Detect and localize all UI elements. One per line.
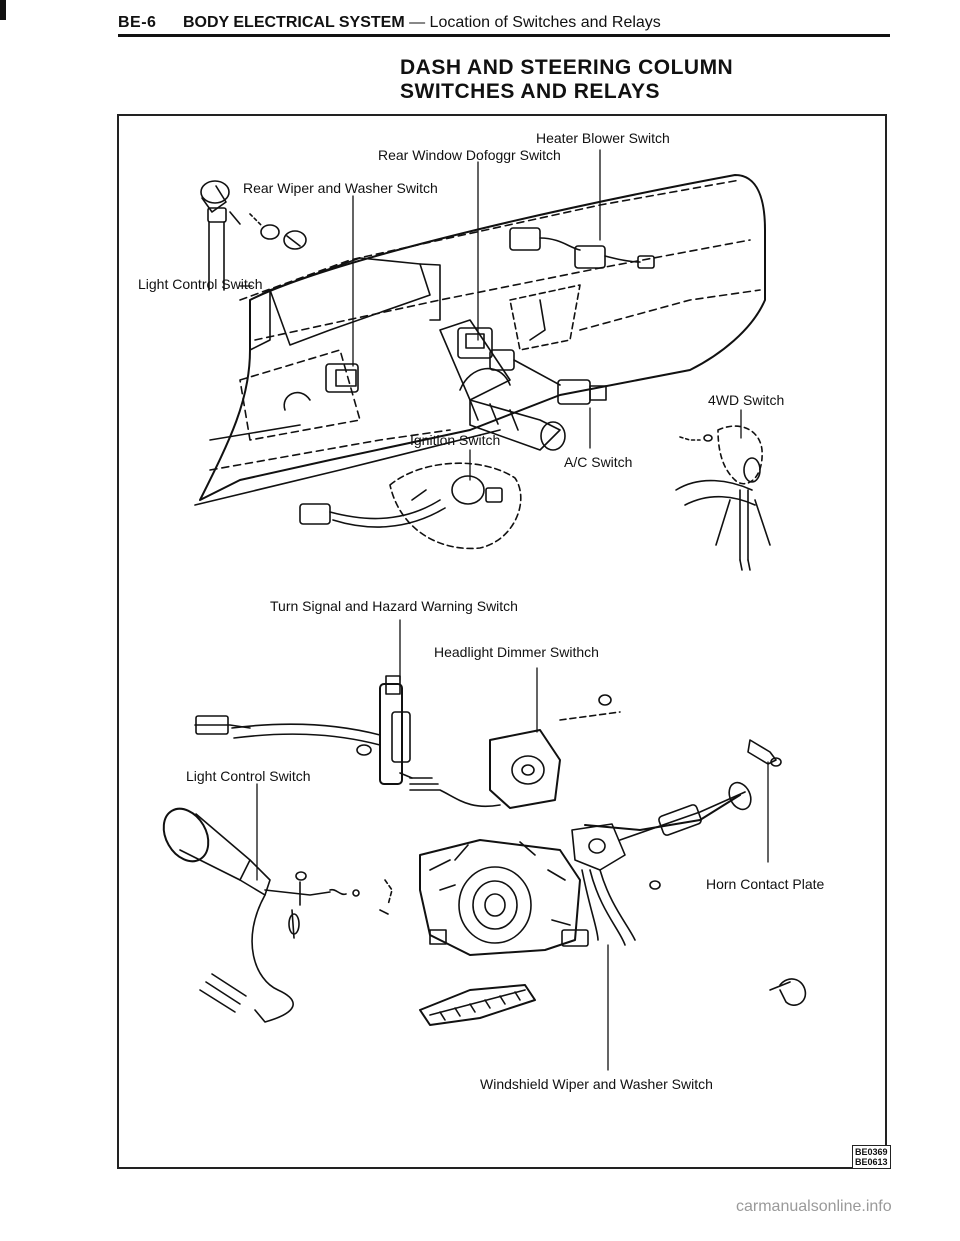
horn-contact-plate-part (747, 739, 782, 767)
label-ignition-switch: Ignition Switch (410, 432, 501, 448)
page-corner-mark (0, 0, 6, 20)
page-header: BE-6 BODY ELECTRICAL SYSTEM — Location o… (0, 0, 960, 40)
label-windshield-wiper-washer-switch: Windshield Wiper and Washer Switch (480, 1076, 713, 1092)
watermark-text: carmanualsonline.info (736, 1198, 892, 1215)
light-control-switch-lever (162, 807, 360, 1023)
label-horn-contact-plate: Horn Contact Plate (706, 876, 825, 892)
title-line-1: DASH AND STEERING COLUMN (400, 56, 734, 79)
label-rear-wiper-washer-switch: Rear Wiper and Washer Switch (243, 180, 438, 196)
relay-connector-block (419, 984, 536, 1026)
turn-signal-switch-assembly (194, 675, 413, 785)
dash-panel (194, 174, 766, 506)
label-light-control-switch-top: Light Control Switch (138, 276, 263, 292)
steering-column-cover (299, 462, 522, 550)
label-heater-blower-switch: Heater Blower Switch (536, 130, 670, 146)
label-headlight-dimmer-switch: Headlight Dimmer Swithch (434, 644, 599, 660)
combination-switch-body (379, 839, 581, 956)
header-rule (118, 34, 890, 37)
figure-codes: BE0369 BE0613 (852, 1145, 891, 1169)
wire-clamp (769, 978, 807, 1006)
rear-window-defogger-switch (457, 327, 493, 359)
label-rear-window-defogger-switch: Rear Window Dofoggr Switch (378, 147, 561, 163)
light-control-knob (200, 180, 241, 291)
section-name: BODY ELECTRICAL SYSTEM (183, 14, 405, 31)
wiper-switch-lever (561, 781, 752, 947)
rear-wiper-switch (325, 363, 359, 393)
diagram-frame (117, 114, 887, 1169)
heater-blower-switch (509, 227, 655, 269)
four-wd-switch (675, 425, 771, 571)
ac-switch (489, 349, 607, 405)
title-line-2: SWITCHES AND RELAYS (400, 80, 660, 103)
figure-code-2: BE0613 (855, 1157, 888, 1167)
diagram-title: DASH AND STEERING COLUMN SWITCHES AND RE… (400, 56, 733, 104)
label-4wd-switch: 4WD Switch (708, 392, 785, 408)
figure-code-1: BE0369 (855, 1147, 888, 1157)
leader-lines (239, 149, 769, 1071)
rear-wiper-knob (249, 213, 307, 250)
ignition-switch (469, 399, 566, 451)
label-light-control-switch-bottom: Light Control Switch (186, 768, 311, 784)
label-ac-switch: A/C Switch (564, 454, 633, 470)
label-turn-signal-hazard-switch: Turn Signal and Hazard Warning Switch (270, 598, 518, 614)
page-code: BE-6 (118, 14, 157, 31)
section-title: BODY ELECTRICAL SYSTEM — Location of Swi… (183, 14, 661, 32)
headlight-dimmer-switch (409, 694, 621, 809)
section-subtitle: — Location of Switches and Relays (409, 14, 661, 31)
